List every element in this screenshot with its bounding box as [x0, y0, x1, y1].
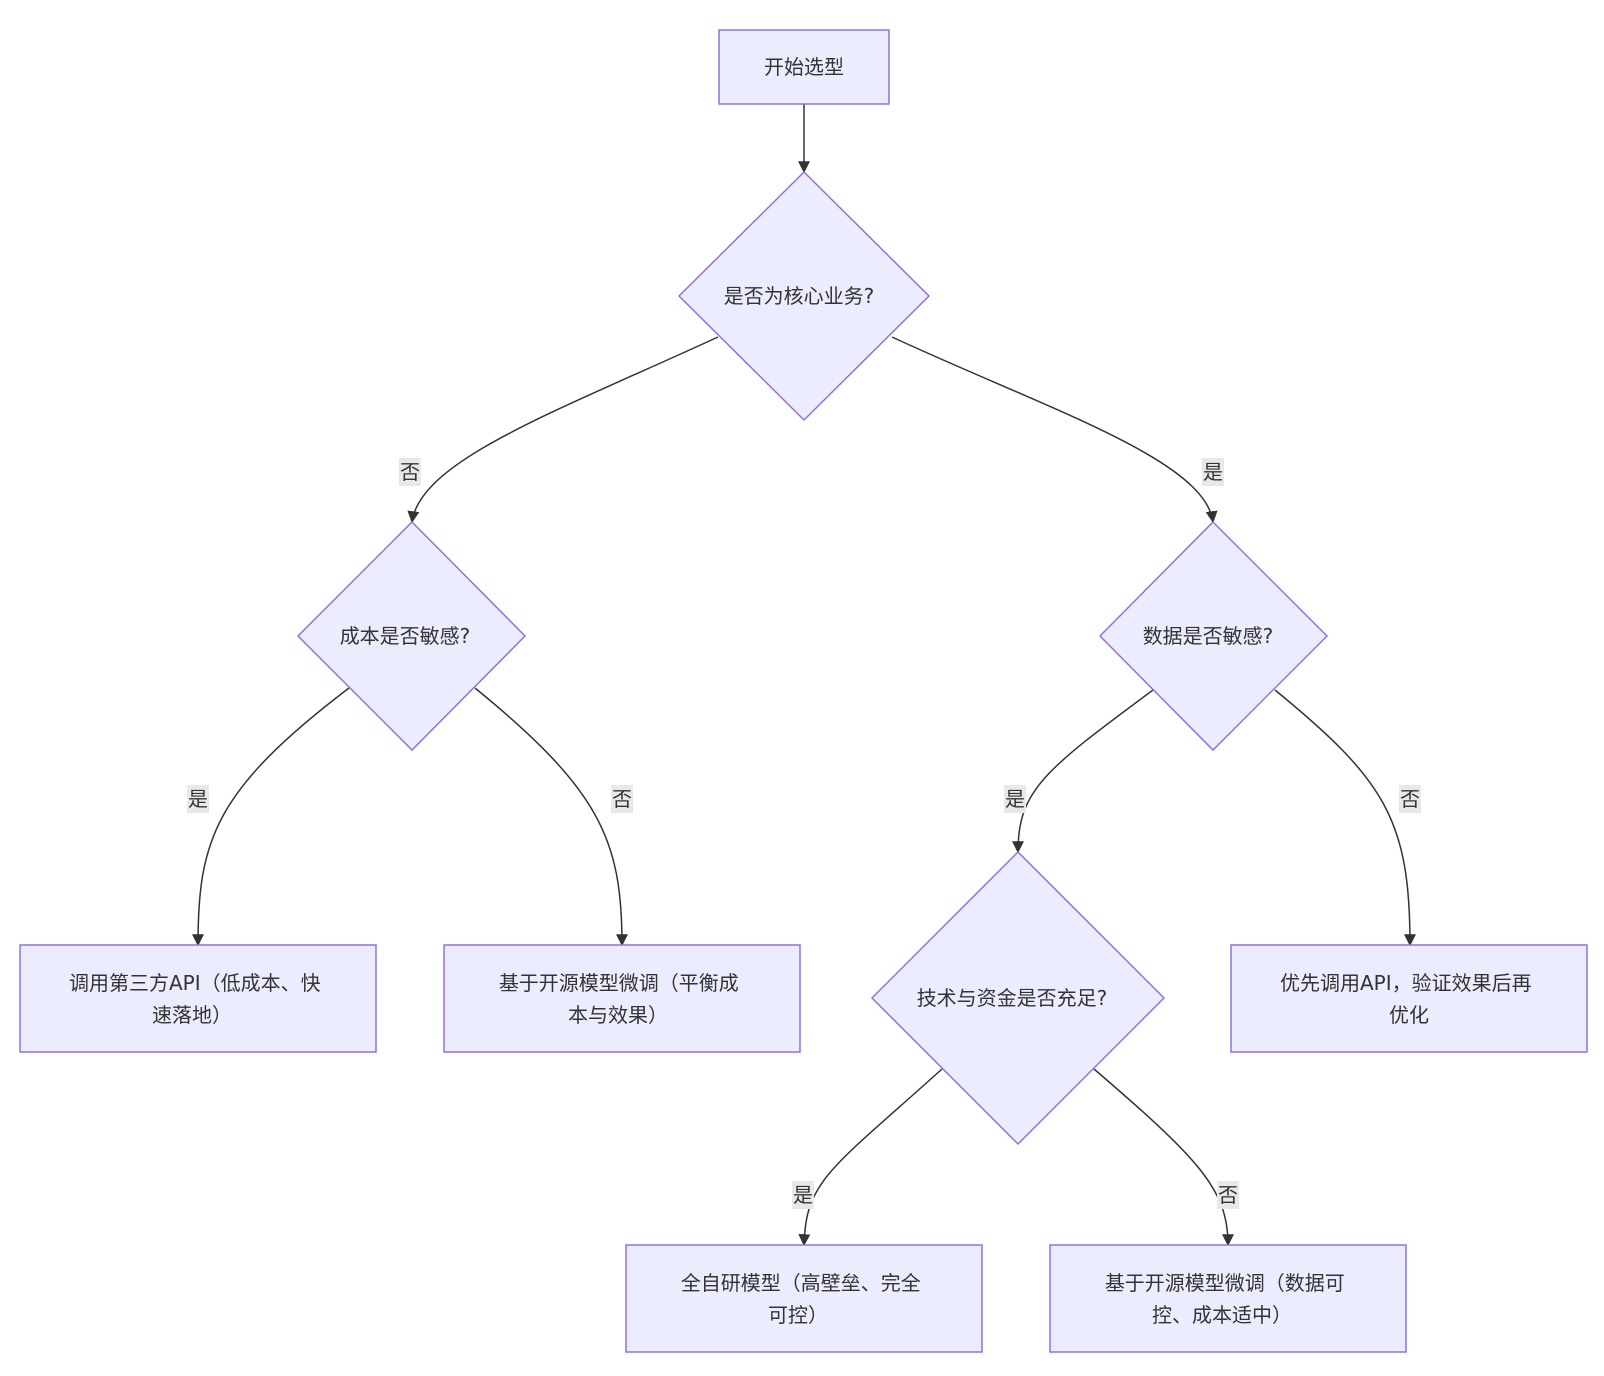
result-finetune-data-line-2: 控、成本适中） — [1152, 1303, 1292, 1327]
node-start-text: 开始选型 — [764, 55, 844, 79]
decision-core-business: 是否为核心业务? — [677, 170, 931, 422]
result-finetune-balance: 基于开源模型微调（平衡成 本与效果） — [443, 944, 801, 1053]
decision-core-business-text: 是否为核心业务? — [724, 284, 875, 308]
result-finetune-balance-text: 基于开源模型微调（平衡成 本与效果） — [499, 971, 745, 1027]
edge-label-cost-no: 否 — [611, 785, 633, 813]
decision-data-sensitive-text: 数据是否敏感? — [1143, 624, 1274, 648]
result-third-party-api-line-2: 速落地） — [152, 1003, 232, 1027]
edge-label-cost-no-text: 否 — [612, 787, 632, 811]
edge-label-tech-yes: 是 — [792, 1181, 814, 1209]
edge-label-core-no-text: 否 — [400, 460, 420, 484]
result-self-developed-line-1: 全自研模型（高壁垒、完全 — [681, 1271, 921, 1295]
edge-cost-to-api — [192, 687, 350, 947]
edge-data-to-api-first — [1274, 689, 1416, 947]
result-third-party-api-line-1: 调用第三方API（低成本、快 — [69, 971, 321, 995]
result-finetune-balance-line-2: 本与效果） — [568, 1003, 668, 1027]
result-api-first-text: 优先调用API，验证效果后再 优化 — [1280, 971, 1538, 1027]
result-third-party-api: 调用第三方API（低成本、快 速落地） — [19, 944, 377, 1053]
edge-label-core-no: 否 — [399, 458, 421, 486]
edge-cost-to-finetune-balance — [474, 687, 628, 947]
edge-label-tech-no-text: 否 — [1218, 1183, 1238, 1207]
result-self-developed-line-2: 可控） — [768, 1303, 828, 1327]
decision-data-sensitive: 数据是否敏感? — [1098, 520, 1329, 752]
decision-cost-sensitive-text: 成本是否敏感? — [340, 624, 471, 648]
edge-labels: 否 是 是 否 是 否 是 否 — [187, 458, 1421, 1209]
edge-label-tech-yes-text: 是 — [793, 1183, 813, 1207]
edge-core-to-cost — [407, 336, 719, 524]
edge-label-data-no: 否 — [1399, 785, 1421, 813]
edge-label-core-yes-text: 是 — [1203, 460, 1223, 484]
edge-label-tech-no: 否 — [1217, 1181, 1239, 1209]
result-api-first: 优先调用API，验证效果后再 优化 — [1230, 944, 1588, 1053]
edge-label-cost-yes-text: 是 — [188, 787, 208, 811]
edge-label-data-yes: 是 — [1004, 785, 1026, 813]
result-self-developed: 全自研模型（高壁垒、完全 可控） — [625, 1244, 983, 1353]
edge-data-to-tech — [1012, 689, 1154, 854]
result-finetune-data: 基于开源模型微调（数据可 控、成本适中） — [1049, 1244, 1407, 1353]
node-start: 开始选型 — [718, 29, 890, 105]
edge-label-cost-yes: 是 — [187, 785, 209, 813]
edge-core-to-data — [891, 336, 1218, 524]
edge-label-data-yes-text: 是 — [1005, 787, 1025, 811]
result-self-developed-text: 全自研模型（高壁垒、完全 可控） — [681, 1271, 927, 1327]
result-api-first-line-1: 优先调用API，验证效果后再 — [1280, 971, 1532, 995]
edge-tech-to-self — [798, 1068, 943, 1247]
edge-label-core-yes: 是 — [1202, 458, 1224, 486]
edge-label-data-no-text: 否 — [1400, 787, 1420, 811]
edges — [192, 104, 1416, 1247]
decision-cost-sensitive: 成本是否敏感? — [296, 520, 527, 752]
result-finetune-data-text: 基于开源模型微调（数据可 控、成本适中） — [1105, 1271, 1351, 1327]
edge-tech-to-finetune-data — [1093, 1068, 1234, 1247]
nodes: 开始选型 是否为核心业务? 成本是否敏感? 数据是否敏感? 技术与资金是否充足?… — [19, 29, 1588, 1353]
decision-tech-funding: 技术与资金是否充足? — [870, 850, 1166, 1146]
result-finetune-balance-line-1: 基于开源模型微调（平衡成 — [499, 971, 739, 995]
result-finetune-data-line-1: 基于开源模型微调（数据可 — [1105, 1271, 1345, 1295]
result-third-party-api-text: 调用第三方API（低成本、快 速落地） — [69, 971, 327, 1027]
decision-tech-funding-text: 技术与资金是否充足? — [917, 986, 1108, 1010]
result-api-first-line-2: 优化 — [1389, 1003, 1429, 1027]
